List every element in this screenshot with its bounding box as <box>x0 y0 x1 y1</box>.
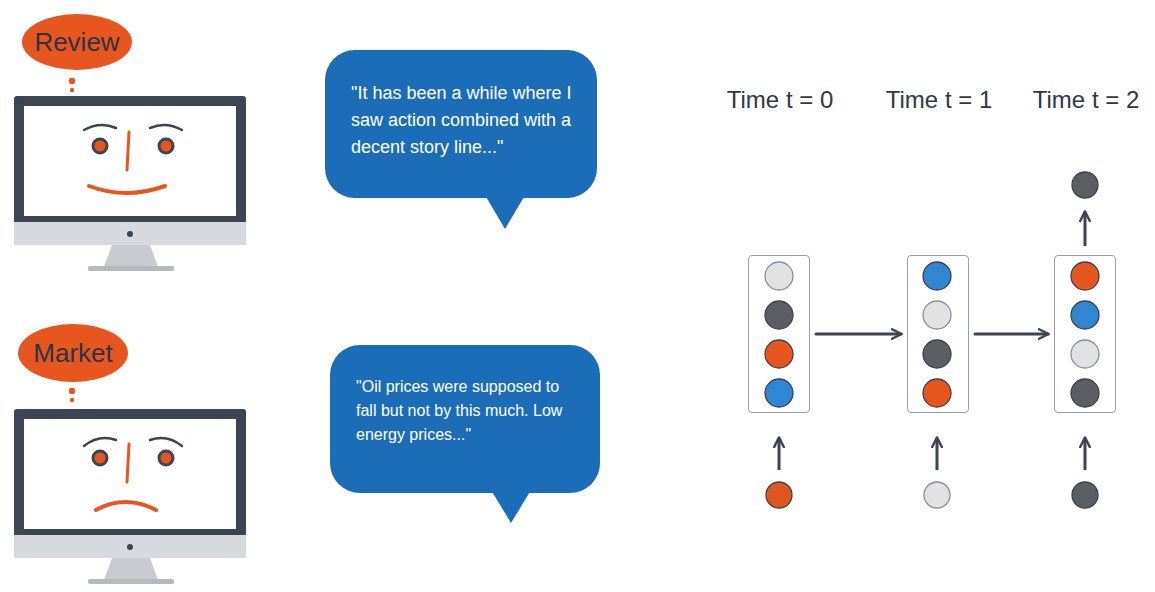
power-dot <box>127 544 133 550</box>
monitor-screen <box>24 106 236 216</box>
rnn-cell: Time t = 0 <box>748 255 810 413</box>
rnn-cell: Time t = 2 <box>1054 255 1116 413</box>
eye <box>159 451 173 465</box>
monitor-chin <box>14 535 246 558</box>
speech-bubble: "Oil prices were supposed to fall but no… <box>330 345 600 493</box>
unit-circle <box>765 340 793 368</box>
frown <box>96 502 156 510</box>
unit-circle <box>1071 262 1099 290</box>
thought-dot <box>69 388 75 394</box>
time-label: Time t = 2 <box>1033 86 1139 114</box>
monitor-frame <box>14 409 246 537</box>
input-circle <box>766 482 792 508</box>
eyebrow <box>150 438 182 446</box>
unit-circle <box>1071 340 1099 368</box>
thought-bubble: Market <box>18 324 128 382</box>
input-circle <box>924 482 950 508</box>
monitor-frame <box>14 96 246 224</box>
monitor-chin <box>14 222 246 245</box>
unit-circle <box>765 379 793 407</box>
monitor-stand <box>104 245 158 267</box>
unit-circle <box>765 262 793 290</box>
eyebrow <box>84 438 116 446</box>
recurrent-arrow <box>816 333 901 336</box>
time-label: Time t = 1 <box>886 86 992 114</box>
unit-circle <box>923 262 951 290</box>
unit-circle <box>765 301 793 329</box>
thought-bubble: Review <box>22 14 132 70</box>
output-circle <box>1072 172 1098 198</box>
monitor-stand <box>104 558 158 580</box>
monitor-happy <box>14 96 246 271</box>
output-arrow <box>1084 212 1087 246</box>
rnn-cell: Time t = 1 <box>907 255 969 413</box>
eyebrow <box>150 125 182 130</box>
bubble-title: Review <box>34 27 119 58</box>
nose <box>127 132 129 170</box>
smile <box>89 186 165 193</box>
monitor-screen <box>24 419 236 529</box>
thought-dot <box>70 88 74 92</box>
eyebrow <box>84 125 116 130</box>
input-arrow <box>778 438 781 470</box>
nose <box>127 444 129 482</box>
time-label: Time t = 0 <box>727 86 833 114</box>
monitor-base <box>88 266 174 271</box>
thought-dot <box>69 78 75 84</box>
quote-text: "It has been a while where I saw action … <box>351 80 573 161</box>
recurrent-arrow <box>975 333 1048 336</box>
monitor-sad <box>14 409 246 584</box>
unit-circle <box>1071 379 1099 407</box>
unit-circle <box>1071 301 1099 329</box>
input-arrow <box>1084 438 1087 470</box>
eye <box>159 139 173 153</box>
input-circle <box>1072 482 1098 508</box>
monitor-base <box>88 579 174 584</box>
thought-dot <box>70 398 74 402</box>
eye <box>93 451 107 465</box>
quote-text: "Oil prices were supposed to fall but no… <box>356 375 576 447</box>
input-arrow <box>936 438 939 470</box>
speech-bubble: "It has been a while where I saw action … <box>325 50 597 198</box>
unit-circle <box>923 301 951 329</box>
eye <box>93 139 107 153</box>
bubble-title: Market <box>33 338 112 369</box>
unit-circle <box>923 379 951 407</box>
unit-circle <box>923 340 951 368</box>
power-dot <box>127 231 133 237</box>
